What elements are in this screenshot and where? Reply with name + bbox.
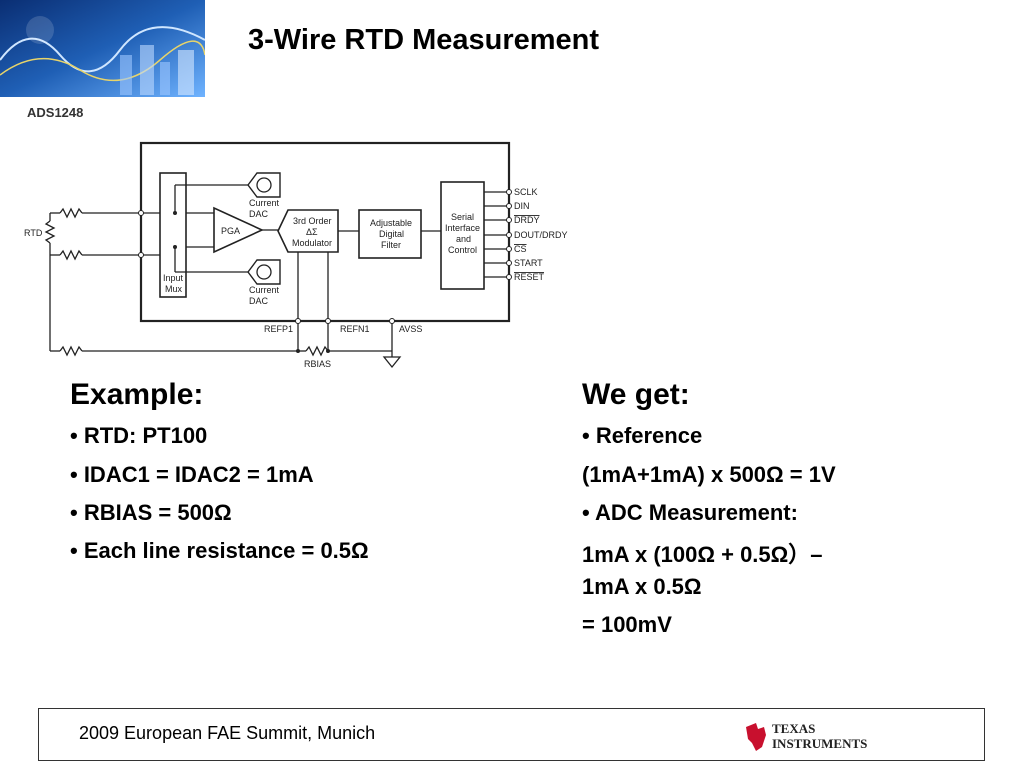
example-item-idac: • IDAC1 = IDAC2 = 1mA xyxy=(70,462,314,487)
example-section: Example: • RTD: PT100 • IDAC1 = IDAC2 = … xyxy=(70,378,530,598)
ads1248-block-diagram: RTD Current DAC Current DAC PGA 3rd Orde… xyxy=(24,141,568,369)
example-item-rtd: • RTD: PT100 xyxy=(70,423,208,448)
modulator-label-1: 3rd Order xyxy=(293,216,332,226)
logo-text-texas: TEXAS xyxy=(772,721,815,736)
pin-drdy: DRDY xyxy=(514,215,540,225)
pin-start: START xyxy=(514,258,543,268)
slide-title: 3-Wire RTD Measurement xyxy=(248,24,600,56)
texas-instruments-logo: TEXAS INSTRUMENTS xyxy=(746,721,867,751)
footer-text: 2009 European FAE Summit, Munich xyxy=(79,723,376,743)
rbias-label: RBIAS xyxy=(304,359,331,369)
serial-label-4: Control xyxy=(448,245,477,255)
filter-label-1: Adjustable xyxy=(370,218,412,228)
pga-label: PGA xyxy=(221,226,240,236)
header-banner-image xyxy=(0,0,205,97)
pin-dout-drdy: DOUT/DRDY xyxy=(514,230,568,240)
result-line-6: = 100mV xyxy=(582,612,672,637)
serial-label-3: and xyxy=(456,234,471,244)
example-heading: Example: xyxy=(70,378,204,411)
logo-text-instruments: INSTRUMENTS xyxy=(772,736,867,751)
pin-sclk: SCLK xyxy=(514,187,538,197)
serial-label-2: Interface xyxy=(445,223,480,233)
modulator-label-2: ΔΣ xyxy=(306,227,318,237)
filter-label-2: Digital xyxy=(379,229,404,239)
example-item-line-resistance: • Each line resistance = 0.5Ω xyxy=(70,538,369,563)
rtd-label: RTD xyxy=(24,228,43,238)
modulator-label-3: Modulator xyxy=(292,238,332,248)
chip-label: ADS1248 xyxy=(27,105,84,120)
pin-cs: CS xyxy=(514,244,527,254)
result-section: We get: • Reference (1mA+1mA) x 500Ω = 1… xyxy=(582,378,1002,658)
current-dac-top-label-2: DAC xyxy=(249,209,269,219)
current-dac-bottom-label-2: DAC xyxy=(249,296,269,306)
result-line-3: • ADC Measurement: xyxy=(582,500,798,525)
serial-label-1: Serial xyxy=(451,212,474,222)
input-mux-label-1: Input xyxy=(163,273,184,283)
avss-label: AVSS xyxy=(399,324,422,334)
pin-reset: RESET xyxy=(514,272,545,282)
current-dac-top-label-1: Current xyxy=(249,198,280,208)
result-line-2: (1mA+1mA) x 500Ω = 1V xyxy=(582,462,836,487)
result-line-1: • Reference xyxy=(582,423,703,448)
result-heading: We get: xyxy=(582,378,690,411)
pin-din: DIN xyxy=(514,201,530,211)
filter-label-3: Filter xyxy=(381,240,401,250)
input-mux-label-2: Mux xyxy=(165,284,183,294)
refp-label: REFP1 xyxy=(264,324,293,334)
result-line-5: 1mA x 0.5Ω xyxy=(582,574,702,599)
current-dac-bottom-label-1: Current xyxy=(249,285,280,295)
refn-label: REFN1 xyxy=(340,324,370,334)
example-item-rbias: • RBIAS = 500Ω xyxy=(70,500,232,525)
result-line-4: 1mA x (100Ω + 0.5Ω）– xyxy=(582,542,823,567)
slide-footer: 2009 European FAE Summit, Munich TEXAS I… xyxy=(38,708,985,761)
